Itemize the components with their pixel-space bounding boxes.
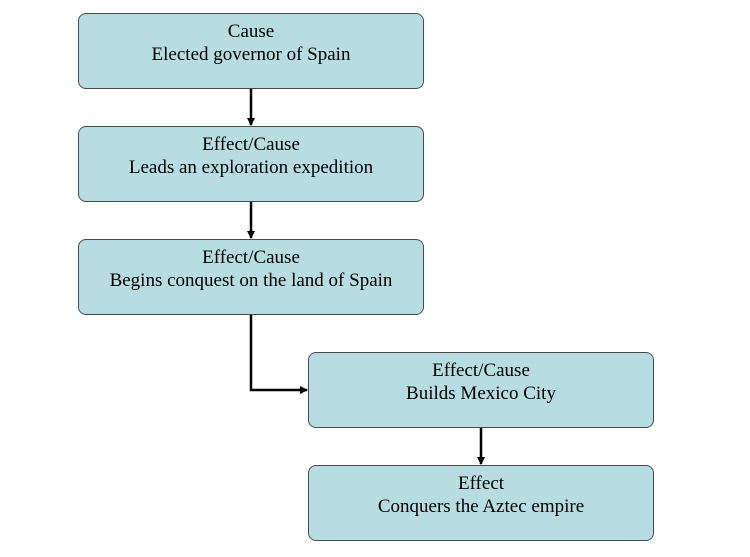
node-cause-elected-governor: Cause Elected governor of Spain — [78, 13, 424, 89]
node-role-label: Effect/Cause — [432, 360, 530, 381]
node-role-label: Effect — [457, 473, 505, 494]
node-role-label: Cause — [227, 21, 275, 42]
node-text: Conquers the Aztec empire — [377, 496, 585, 517]
node-role-label: Effect/Cause — [202, 247, 300, 268]
node-role-label: Effect/Cause — [202, 134, 300, 155]
node-text: Leads an exploration expedition — [128, 157, 374, 178]
node-effect-cause-expedition: Effect/Cause Leads an exploration expedi… — [78, 126, 424, 202]
node-text: Begins conquest on the land of Spain — [109, 270, 393, 291]
node-text: Elected governor of Spain — [151, 44, 351, 65]
arrow-conquest-to-mexico-city — [249, 315, 308, 394]
node-effect-cause-conquest: Effect/Cause Begins conquest on the land… — [78, 239, 424, 315]
node-text: Builds Mexico City — [406, 383, 556, 404]
node-effect-cause-mexico-city: Effect/Cause Builds Mexico City — [308, 352, 654, 428]
node-effect-aztec-empire: Effect Conquers the Aztec empire — [308, 465, 654, 541]
